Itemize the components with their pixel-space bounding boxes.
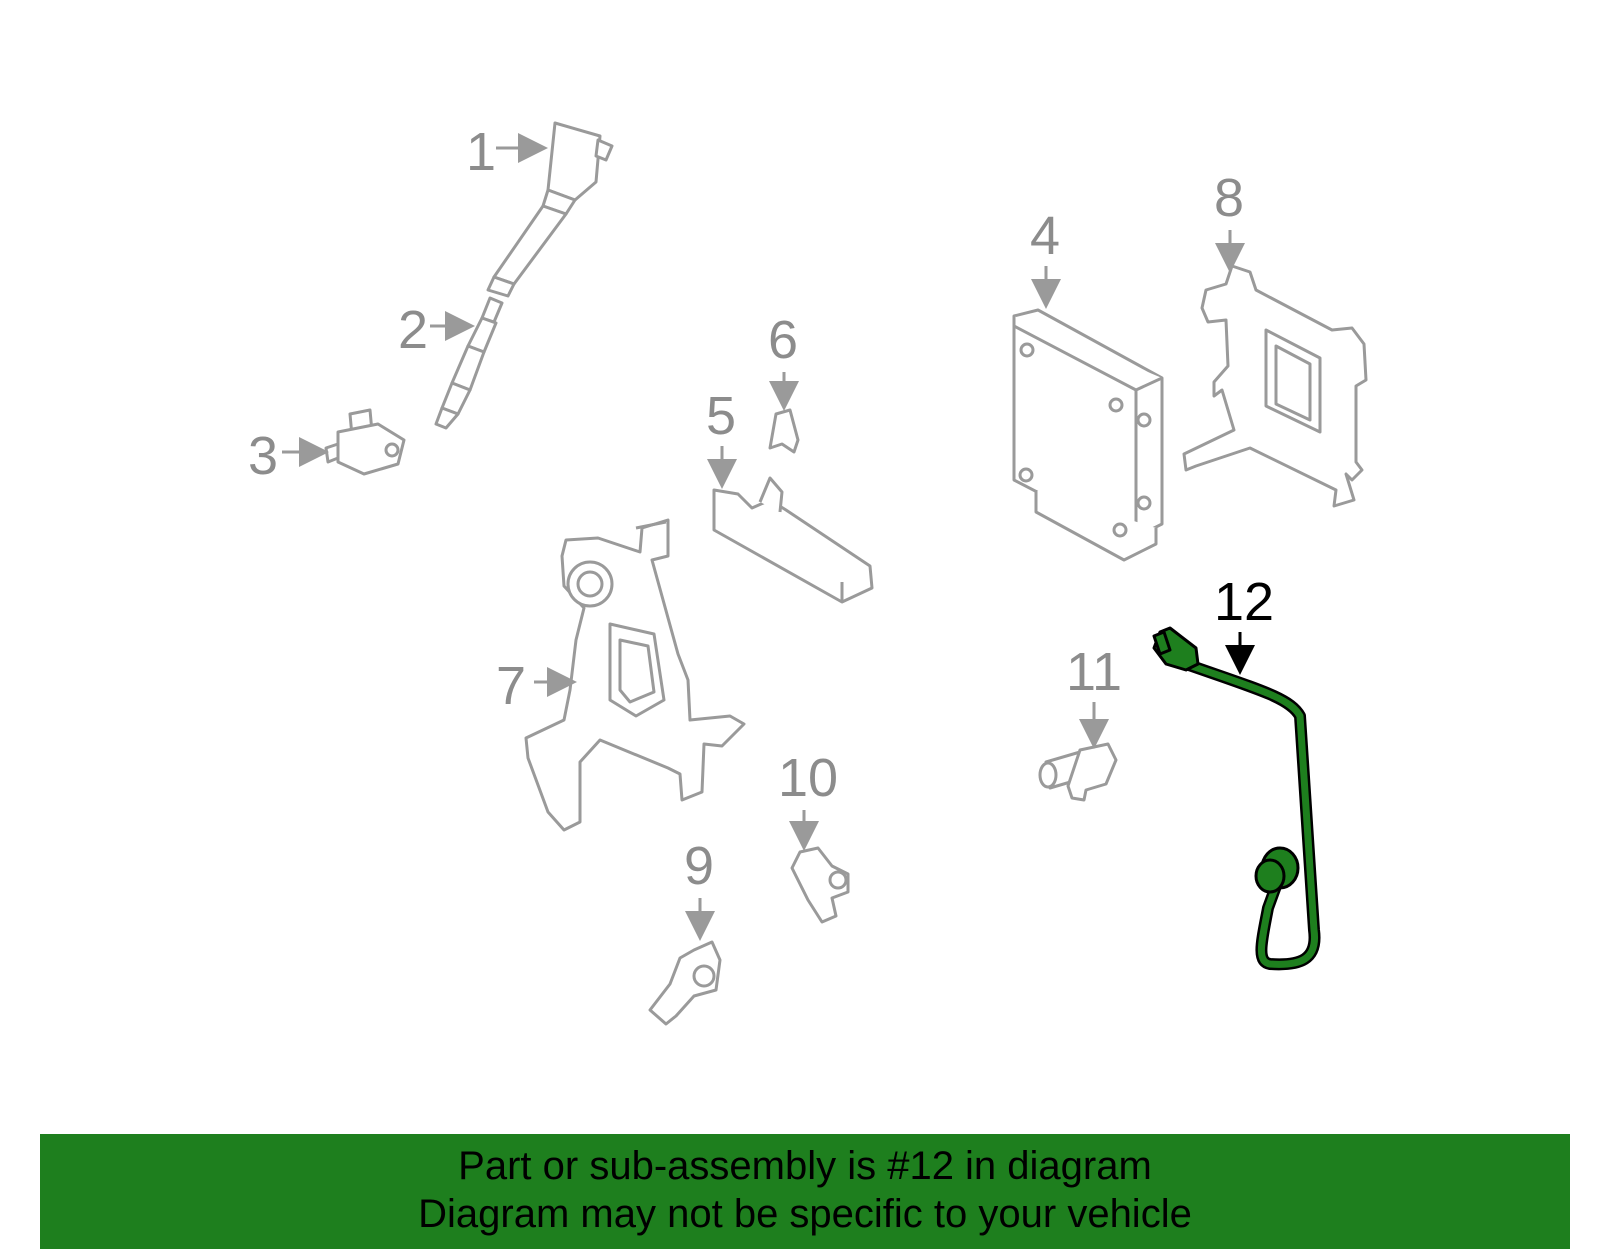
part-12-knock-sensor-harness [1152,626,1321,971]
callout-7: 7 [496,656,526,716]
part-3-sensor [324,408,406,476]
callout-11: 11 [1066,642,1122,702]
callout-10: 10 [778,748,838,808]
callout-6: 6 [768,310,798,370]
part-9-sensor [648,940,722,1026]
callout-9: 9 [684,836,714,896]
part-11-sensor [1038,742,1118,802]
part-8-module-bracket [1182,264,1368,508]
part-1-ignition-coil [486,121,614,298]
part-7-mounting-bracket [524,518,746,832]
part-4-control-module [1012,308,1164,562]
callout-4: 4 [1030,206,1060,266]
banner-line-2: Diagram may not be specific to your vehi… [418,1192,1192,1236]
info-banner: Part or sub-assembly is #12 in diagram D… [40,1134,1570,1249]
callout-5: 5 [706,386,736,446]
callout-12: 12 [1214,572,1274,632]
part-5-bracket [712,476,874,604]
callout-3: 3 [248,426,278,486]
callout-8: 8 [1214,168,1244,228]
callout-2: 2 [398,300,428,360]
part-6-clip [768,408,800,454]
banner-line-1: Part or sub-assembly is #12 in diagram [458,1144,1152,1188]
part-2-spark-plug [434,296,504,430]
callout-1: 1 [466,122,496,182]
part-10-sensor [790,846,850,924]
